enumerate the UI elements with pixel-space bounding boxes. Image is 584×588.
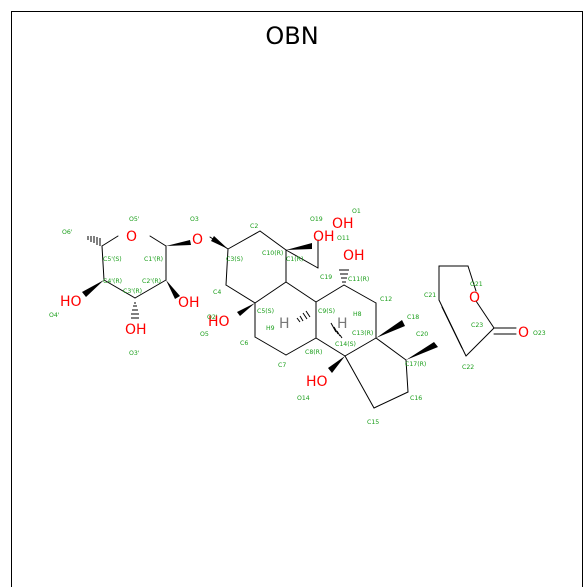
h-c9-label: H: [337, 316, 348, 332]
sugar-c4-hydroxyl-label: HO: [60, 294, 82, 310]
lactone-oxygen-label: O: [469, 290, 480, 306]
atom-label: C8(R): [305, 349, 322, 356]
atom-label: C16: [410, 395, 422, 402]
atom-label: H9: [266, 325, 275, 332]
carbonyl-oxygen-label: O: [518, 325, 529, 341]
atom-labels: O6' O5' O3 C2 O19 O1 O11 C5'(S) C1'(R) C…: [49, 208, 546, 426]
atom-label: C15: [367, 419, 379, 426]
c19-hydroxyl-label-upper: OH: [332, 216, 354, 232]
c11-hydroxyl-label: OH: [343, 248, 365, 264]
atom-label: O11: [337, 235, 350, 242]
atom-label: C10(R): [262, 250, 283, 257]
atom-label: O21: [470, 281, 483, 288]
atom-label: C13(R): [352, 330, 373, 337]
atom-label: C11(R): [348, 276, 369, 283]
figure-frame: [11, 11, 583, 587]
atom-label: O19: [310, 216, 323, 223]
sugar-c2-hydroxyl-label: OH: [178, 295, 200, 311]
atom-label: C4: [213, 289, 221, 296]
atom-label: O2': [207, 314, 218, 321]
atom-label: C5(S): [257, 308, 274, 315]
atom-label: O6': [62, 229, 73, 236]
atom-label: C4'(R): [103, 278, 122, 285]
c19-hydroxyl-label: OH: [313, 229, 335, 245]
ring-oxygen-label: O: [126, 229, 137, 245]
atom-label: C6: [240, 340, 248, 347]
atom-label: C9(S): [318, 308, 335, 315]
c14-hydroxyl-label: HO: [306, 374, 328, 390]
sugar-c3-hydroxyl-label: OH: [125, 322, 147, 338]
atom-label: O14: [297, 395, 310, 402]
atom-label: C2'(R): [142, 278, 161, 285]
atom-label: C22: [462, 364, 474, 371]
atom-label: O4': [49, 312, 60, 319]
atom-label: C2: [250, 223, 258, 230]
heteroatom-labels: O O HO OH OH HO OH OH OH HO O O H H: [60, 216, 529, 390]
atom-label: C20: [416, 331, 428, 338]
atom-label: O23: [533, 330, 546, 337]
atom-label: C7: [278, 362, 286, 369]
atom-label: C18: [407, 314, 419, 321]
atom-label: C3'(R): [123, 288, 142, 295]
glycosidic-oxygen-label: O: [192, 232, 203, 248]
c5-hydroxyl-label: HO: [208, 314, 230, 330]
stereo-bonds: [82, 236, 438, 373]
atom-label: C14(S): [335, 341, 356, 348]
atom-label: O1: [352, 208, 361, 215]
atom-label: C23: [471, 322, 483, 329]
atom-label: C12: [380, 296, 392, 303]
atom-label: C19: [320, 274, 332, 281]
atom-label: O3: [190, 216, 199, 223]
atom-label: C5'(S): [103, 256, 122, 263]
atom-label: C3(S): [226, 256, 243, 263]
atom-label: C21: [424, 292, 436, 299]
h-c8-label: H: [279, 316, 290, 332]
atom-label: O3': [129, 350, 140, 357]
atom-label: O5': [129, 216, 140, 223]
atom-label: C1(R): [286, 256, 303, 263]
atom-label: O5: [200, 331, 209, 338]
atom-label: C17(R): [405, 361, 426, 368]
atom-label: H8: [353, 311, 362, 318]
molecule-title: OBN: [265, 22, 319, 50]
atom-label: C1'(R): [144, 256, 163, 263]
